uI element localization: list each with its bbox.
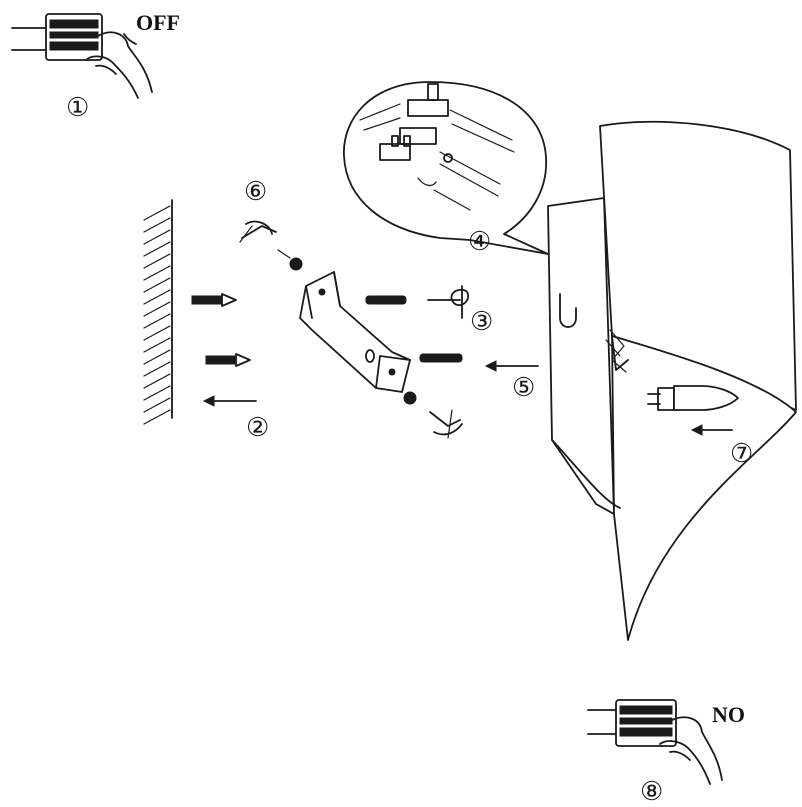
wall-plug-upper [191,293,237,307]
terminal-block-icon [379,83,449,161]
wall-plug-lower [205,353,251,367]
hand-icon [85,31,153,99]
hatch-line [143,277,171,293]
switch-on-illustration: NO ⑧ [587,699,745,807]
hatch-line [143,373,171,389]
bolt-upper [365,295,407,305]
hatch-line [143,349,171,365]
bulb-icon [647,385,739,411]
switch-off-label: OFF [136,10,180,35]
screwdriver-icon-upper [239,220,277,243]
switch-coil-icon-bottom [619,705,673,737]
switch-on-label: NO [712,702,745,727]
hatch-line [143,301,171,317]
step-5-number: ⑤ [512,373,535,403]
wall [143,199,173,425]
screw-symbol-step-3 [427,285,469,319]
wall-lamp-body [547,120,797,641]
step-6-number: ⑥ [244,177,267,207]
screwdriver-icon-lower [429,409,463,439]
arrow-step-2 [202,395,257,407]
step-2-number: ② [246,413,269,443]
arrow-step-7 [690,424,733,436]
hatch-line [143,409,171,425]
wires-icon [359,103,515,211]
switch-off-illustration: OFF ① [11,10,180,123]
hatch-line [143,241,171,257]
hatch-line [143,265,171,281]
step-1-number: ① [66,93,89,123]
mounting-bracket [299,271,411,393]
switch-coil-icon [49,19,99,51]
hatch-line [143,229,171,245]
screw-lower [403,391,417,405]
hatch-line [143,289,171,305]
hatch-line [143,253,171,269]
step-8-number: ⑧ [640,777,663,807]
wiring-detail-callout [343,81,549,255]
hatch-line [143,205,171,221]
bolt-lower [419,353,463,363]
hatch-line [143,313,171,329]
hatch-line [143,337,171,353]
step-7-number: ⑦ [730,439,753,469]
step-4-number: ④ [468,227,491,257]
step-3-number: ③ [470,307,493,337]
hatch-line [143,361,171,377]
internal-wiring [605,329,627,373]
hand-icon-bottom [659,716,723,785]
arrow-step-5 [484,360,539,372]
wall-hatching [143,205,171,425]
hatch-line [143,217,171,233]
hatch-line [143,325,171,341]
hatch-line [143,397,171,413]
hatch-line [143,385,171,401]
screw-upper [277,249,303,271]
